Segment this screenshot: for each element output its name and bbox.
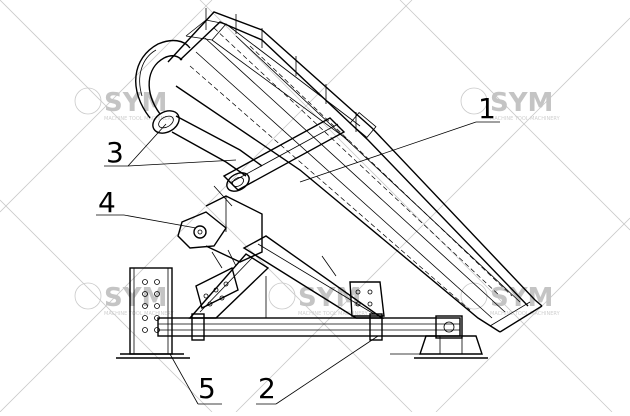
callout-3: 3 xyxy=(106,136,124,169)
inclined-chute xyxy=(167,8,543,333)
watermark-brand: SYM xyxy=(490,283,553,313)
watermark-brand: SYM xyxy=(490,88,553,118)
curved-inlet-pipe xyxy=(135,39,263,177)
watermark-tagline: MACHINE TOOL MACHINERY xyxy=(104,116,175,122)
callout-4: 4 xyxy=(98,186,116,219)
support-frame xyxy=(188,235,385,319)
watermark-tagline: MACHINE TOOL MACHINERY xyxy=(490,311,561,317)
leader-lines xyxy=(96,121,500,405)
callout-5: 5 xyxy=(198,372,216,405)
watermark-top-right: SYM MACHINE TOOL MACHINERY xyxy=(460,87,561,122)
watermark-top-left: SYM MACHINE TOOL MACHINERY xyxy=(74,87,175,122)
callout-numbers: 1 2 3 4 5 xyxy=(98,92,496,405)
left-pedestal xyxy=(116,267,190,359)
watermark-tagline: MACHINE TOOL MACHINERY xyxy=(104,311,175,317)
callout-1: 1 xyxy=(478,92,496,125)
callout-2: 2 xyxy=(258,372,276,405)
base-beam xyxy=(157,313,463,341)
right-foot xyxy=(390,335,488,359)
drive-motor xyxy=(177,185,263,269)
watermark-tagline: MACHINE TOOL MACHINERY xyxy=(298,311,369,317)
watermark-bottom-left: SYM MACHINE TOOL MACHINERY xyxy=(74,282,175,317)
watermark-brand: SYM xyxy=(104,88,167,118)
watermark-tagline: MACHINE TOOL MACHINERY xyxy=(490,116,561,122)
watermark-bottom-center: SYM MACHINE TOOL MACHINERY xyxy=(268,282,369,317)
cross-beam xyxy=(222,117,346,192)
watermark-brand: SYM xyxy=(104,283,167,313)
